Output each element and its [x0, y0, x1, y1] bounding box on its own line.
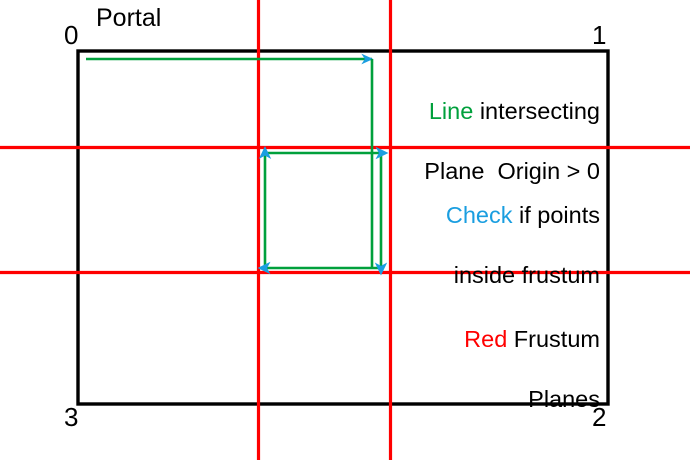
annotation-line-second-row: Plane Origin > 0: [424, 158, 600, 185]
point-in-frustum-test-rect: [257, 59, 389, 276]
corner-label-1: 1: [592, 20, 607, 50]
annotation-red-frustum: Red Frustum Planes: [388, 294, 600, 444]
annotation-check-rest: if points: [512, 202, 600, 229]
frustum-corner-arrows: [257, 146, 389, 276]
corner-label-3: 3: [64, 402, 79, 432]
corner-arrow-down-icon: [374, 262, 388, 276]
annotation-line-rest: intersecting: [473, 98, 600, 125]
annotation-red-keyword: Red: [464, 326, 508, 353]
annotation-red-second-row: Planes: [528, 386, 600, 413]
annotation-check-points: Check if points inside frustum: [388, 170, 600, 320]
annotation-red-rest: Frustum: [507, 326, 600, 353]
corner-arrow-up-icon: [258, 146, 272, 159]
corner-arrow-right-icon: [375, 146, 389, 160]
annotation-line-intersecting: Line intersecting Plane Origin > 0: [388, 66, 600, 216]
annotation-line-keyword: Line: [428, 98, 474, 125]
corner-label-2: 2: [592, 402, 607, 432]
portal-title: Portal: [96, 4, 162, 32]
corner-arrow-left-icon: [257, 261, 271, 275]
portal-quad: [76, 49, 610, 406]
corner-label-0: 0: [64, 20, 79, 50]
annotation-check-second-row: inside frustum: [453, 262, 600, 289]
annotation-check-keyword: Check: [445, 202, 513, 229]
